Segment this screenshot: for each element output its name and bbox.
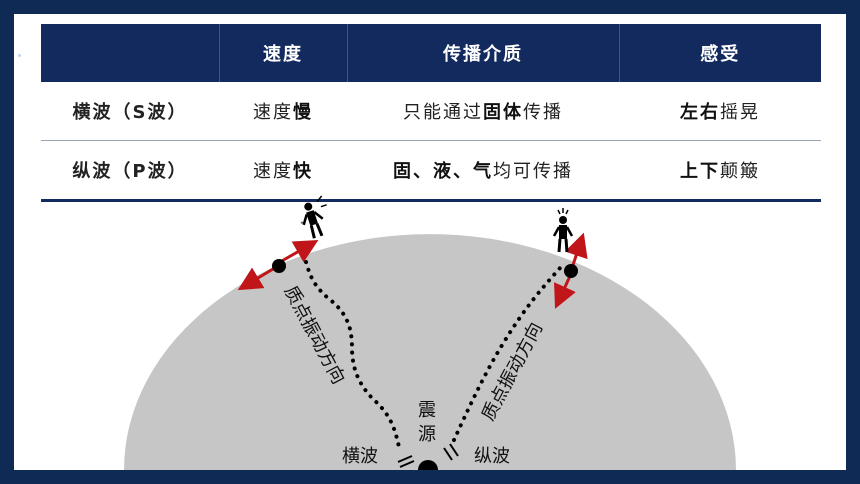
table-header-empty: [41, 24, 220, 82]
p-wave-marks: [443, 443, 459, 461]
cell-feel-p-wave: 上下颠簸: [619, 140, 821, 202]
decor-dot: [18, 54, 21, 57]
epicenter-label-top: 震: [418, 400, 436, 421]
table-header-feel: 感受: [619, 24, 821, 82]
table-row-p-wave: 纵波（P波） 速度快 固、液、气均可传播 上下颠簸: [41, 140, 821, 202]
swaying-person-icon: [302, 195, 327, 239]
epicenter-dot: [418, 460, 438, 470]
p-wave-particle: [554, 232, 588, 309]
cell-medium-p-wave: 固、液、气均可传播: [347, 140, 619, 202]
epicenter-label-bottom: 源: [418, 424, 436, 445]
p-wave-path: [452, 266, 562, 442]
table-header-row: 速度 传播介质 感受: [41, 24, 821, 82]
cell-speed-p-wave: 速度快: [219, 140, 347, 202]
slide: 速度 传播介质 感受 横波（S波） 速度慢 只能通过固体传播 左右摇晃 纵波（P…: [14, 14, 846, 470]
table-row-s-wave: 横波（S波） 速度慢 只能通过固体传播 左右摇晃: [41, 82, 821, 141]
table-header-speed: 速度: [219, 24, 348, 82]
s-wave-particle: [237, 240, 319, 291]
s-wave-marks: [397, 455, 415, 468]
row-label-p-wave: 纵波（P波）: [41, 140, 219, 202]
s-wave-path: [304, 260, 402, 454]
seismic-wave-diagram: ᐩ 质点振动方向 质点振动方向 震 源 横波 纵波: [124, 195, 736, 470]
row-label-s-wave: 横波（S波）: [41, 82, 219, 141]
earth-dome: [124, 234, 736, 470]
bouncing-person-icon: [552, 208, 574, 253]
s-wave-label: 横波: [342, 446, 378, 467]
wave-comparison-table: 速度 传播介质 感受 横波（S波） 速度慢 只能通过固体传播 左右摇晃 纵波（P…: [41, 24, 821, 202]
p-wave-label: 纵波: [474, 446, 510, 467]
cell-medium-s-wave: 只能通过固体传播: [347, 82, 619, 141]
table-header-medium: 传播介质: [347, 24, 620, 82]
motion-lines: ᐩ: [300, 220, 304, 231]
cell-speed-s-wave: 速度慢: [219, 82, 347, 141]
cell-feel-s-wave: 左右摇晃: [619, 82, 821, 141]
